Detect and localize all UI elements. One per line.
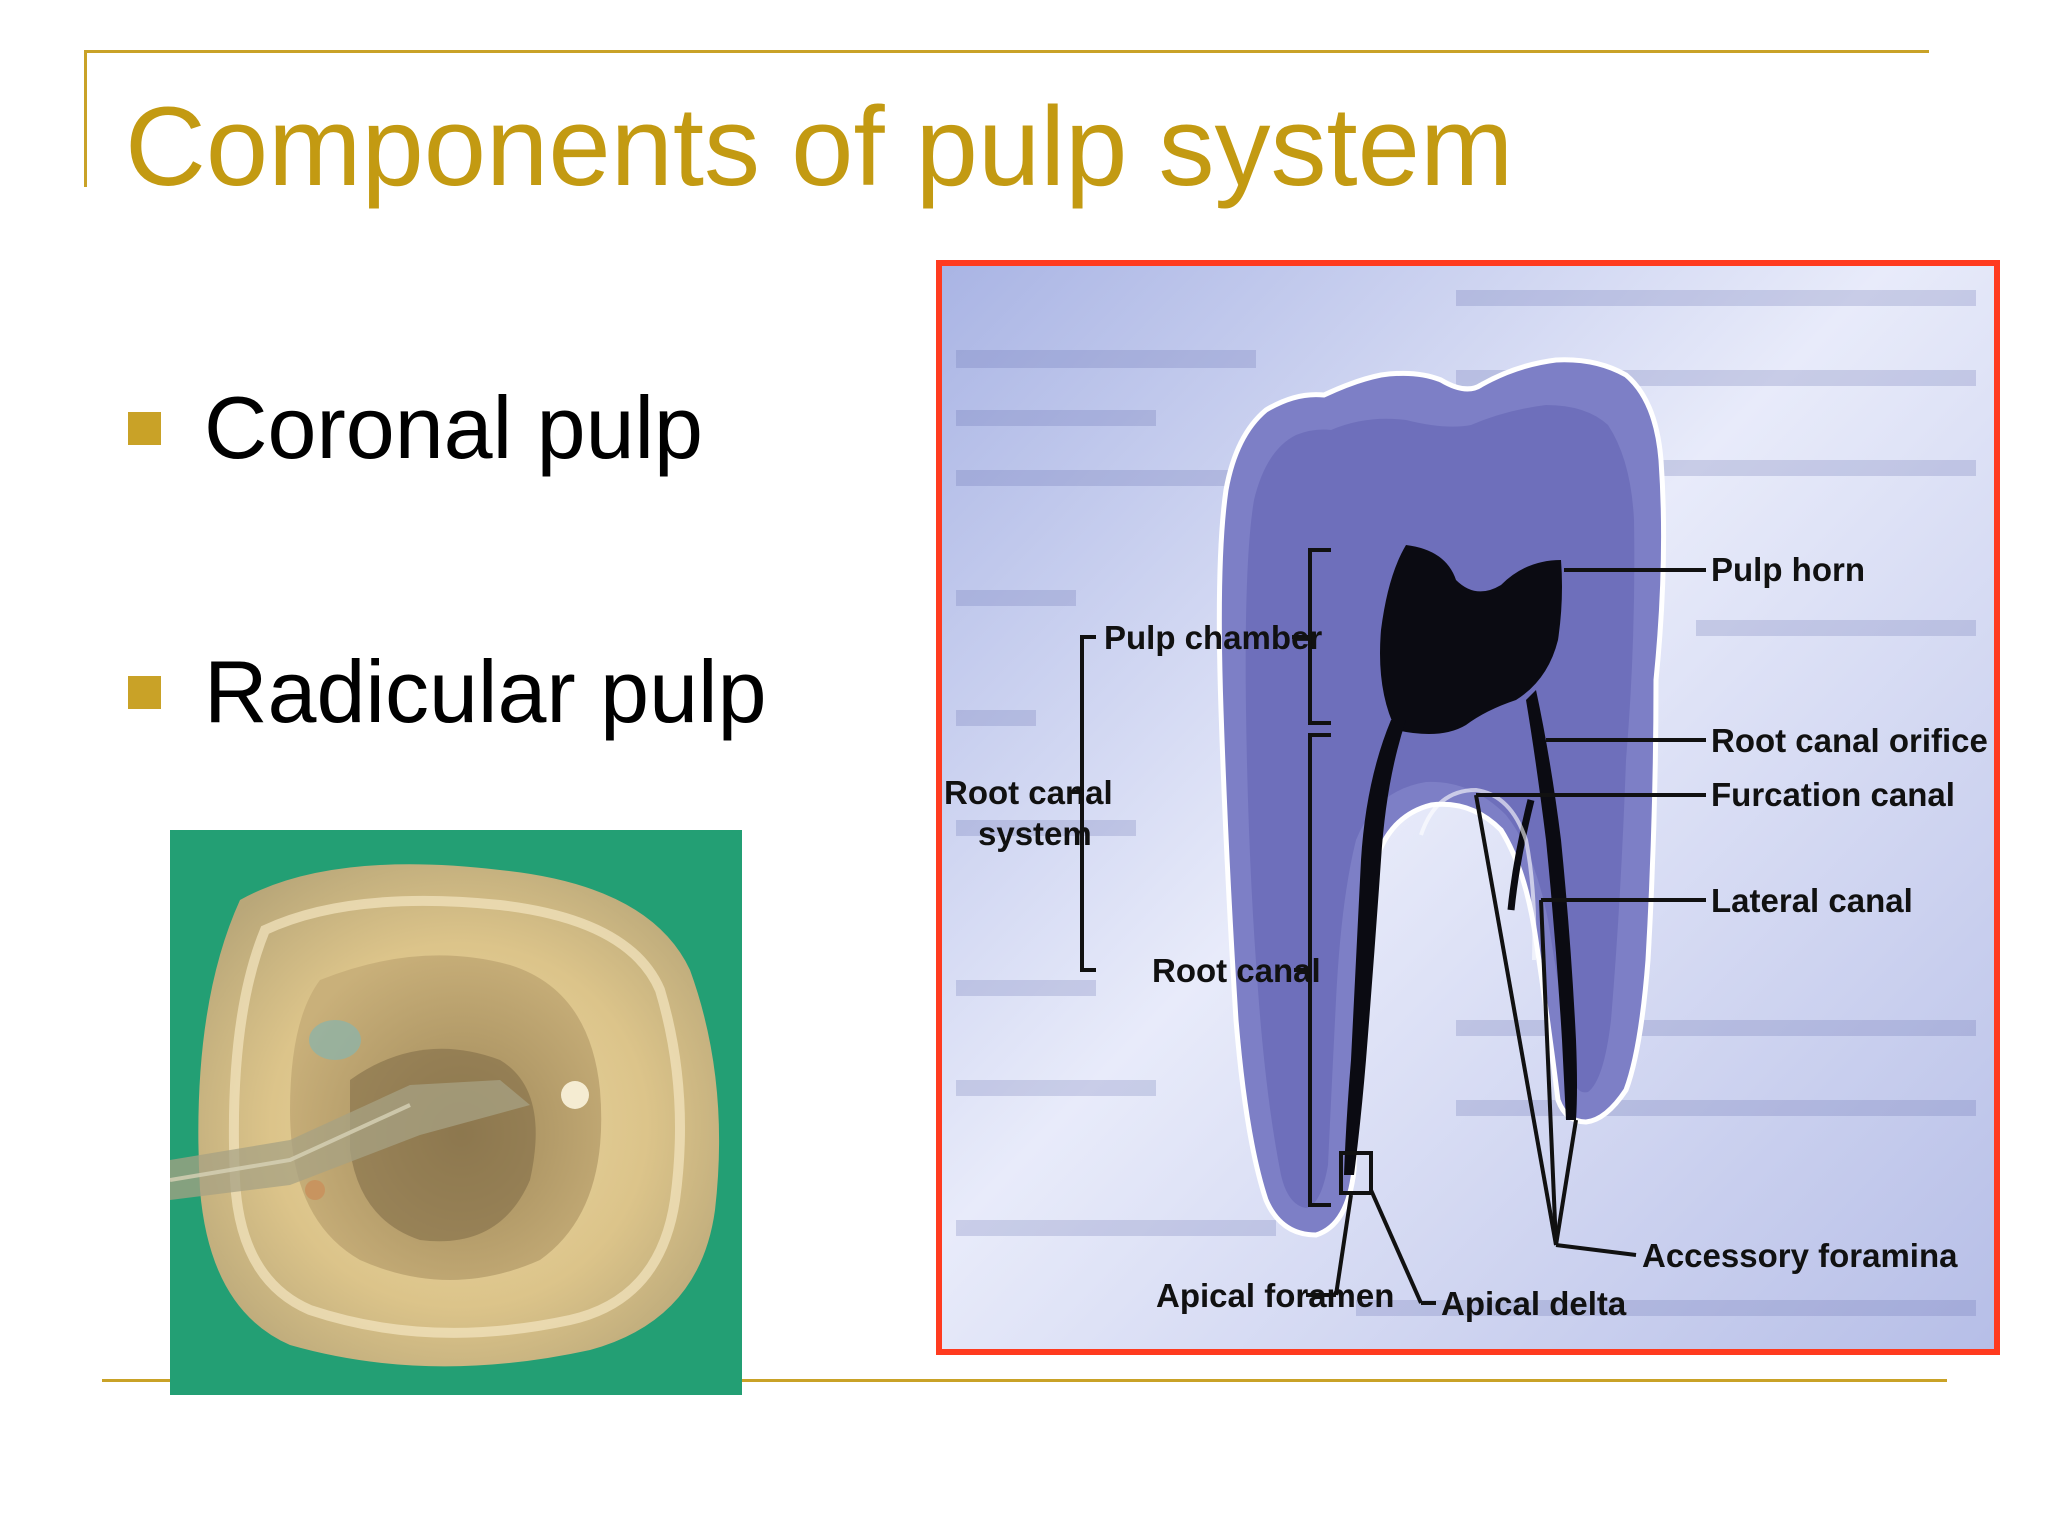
label-root-canal-system-line1: Root canal xyxy=(944,774,1113,811)
label-apical-foramen: Apical foramen xyxy=(1156,1277,1394,1314)
label-apical-delta: Apical delta xyxy=(1441,1285,1627,1322)
label-root-canal: Root canal xyxy=(1152,952,1321,989)
left-rule xyxy=(84,50,87,187)
label-lateral-canal: Lateral canal xyxy=(1711,882,1913,919)
bullet-item-coronal: Coronal pulp xyxy=(128,378,703,478)
top-rule xyxy=(84,50,1929,53)
distal-canal xyxy=(1526,690,1577,1120)
label-root-canal-orifice: Root canal orifice xyxy=(1711,722,1988,759)
label-furcation-canal: Furcation canal xyxy=(1711,776,1955,813)
mesial-canal xyxy=(1344,720,1406,1175)
label-root-canal-system-line2: system xyxy=(978,815,1092,852)
leader-lines xyxy=(1072,548,1706,1305)
bullet-text: Radicular pulp xyxy=(204,642,767,741)
bullet-square-icon xyxy=(128,675,161,709)
bottom-rule xyxy=(102,1379,1947,1382)
root-canal-diagram: Pulp horn Pulp chamber Root canal system… xyxy=(936,260,2000,1355)
pulp-chamber-shape xyxy=(1380,545,1562,734)
bullet-text: Coronal pulp xyxy=(204,378,703,477)
bullet-item-radicular: Radicular pulp xyxy=(128,642,767,742)
label-pulp-chamber: Pulp chamber xyxy=(1104,619,1322,656)
slide-title: Components of pulp system xyxy=(125,84,1514,209)
label-accessory-foramina: Accessory foramina xyxy=(1642,1237,1958,1274)
tooth-occlusal-photo xyxy=(170,830,742,1395)
bullet-square-icon xyxy=(128,411,161,445)
label-pulp-horn: Pulp horn xyxy=(1711,551,1865,588)
